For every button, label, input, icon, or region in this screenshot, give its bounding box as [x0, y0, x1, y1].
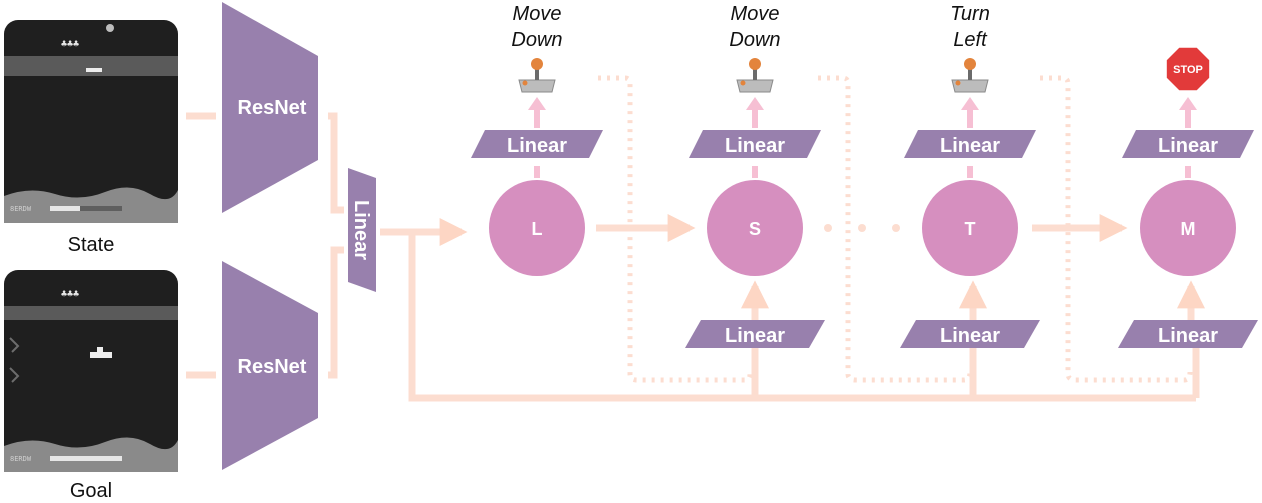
up-arrow-head: [746, 97, 764, 110]
head-linear-label: Linear: [940, 135, 1000, 157]
resnet-bottom-label: ResNet: [238, 356, 307, 378]
joystick-icon: [951, 58, 989, 93]
up-arrow-head: [961, 97, 979, 110]
rnn-node-circle: [1140, 180, 1236, 276]
rnn-node-circle: [707, 180, 803, 276]
input-linear-block: [1118, 320, 1258, 348]
fusion-linear-block: Linear: [348, 168, 376, 292]
action-caption-line: Move: [513, 3, 562, 25]
svg-text:♣♣♣: ♣♣♣: [61, 39, 79, 50]
rnn-node-label: S: [749, 219, 761, 239]
head-linear-label: Linear: [725, 135, 785, 157]
head-linear-block: [689, 130, 821, 158]
action-feedback-paths: [598, 75, 1193, 383]
state-screen: ♣♣♣ 8ERDW: [4, 20, 178, 223]
rnn-node-circle: [489, 180, 585, 276]
joystick-icon: [518, 58, 556, 93]
state-hud-text: 8ERDW: [10, 205, 32, 213]
action-caption-line: Down: [511, 29, 562, 51]
head-linear-block: [471, 130, 603, 158]
stop-sign-icon: STOP: [1164, 45, 1212, 93]
action-caption-line: Down: [729, 29, 780, 51]
encoder-connectors: [186, 112, 1205, 402]
resnet-top-label: ResNet: [238, 97, 307, 119]
action-caption-line: Left: [953, 29, 988, 51]
goal-hud-text: 8ERDW: [10, 455, 32, 463]
goal-label: Goal: [70, 480, 112, 502]
input-linear-label: Linear: [725, 325, 785, 347]
input-linear-block: [685, 320, 825, 348]
svg-text:♣♣♣: ♣♣♣: [61, 289, 79, 300]
state-label: State: [68, 234, 115, 256]
action-caption-line: Move: [731, 3, 780, 25]
fusion-linear-label: Linear: [350, 200, 372, 260]
head-linear-block: [904, 130, 1036, 158]
input-linear-block: [900, 320, 1040, 348]
rnn-node-label: L: [532, 219, 543, 239]
ellipsis: [824, 224, 900, 232]
rnn-node-label: T: [965, 219, 976, 239]
rnn-node-label: M: [1181, 219, 1196, 239]
head-linear-label: Linear: [507, 135, 567, 157]
up-arrow-head: [528, 97, 546, 110]
joystick-icon: [736, 58, 774, 93]
head-linear-label: Linear: [1158, 135, 1218, 157]
goal-screen: ♣♣♣ 8ERDW: [4, 270, 178, 472]
rnn-node-circle: [922, 180, 1018, 276]
resnet-encoder-bottom: ResNet: [222, 261, 318, 470]
action-caption-line: Turn: [950, 3, 990, 25]
stop-sign-text: STOP: [1173, 64, 1203, 76]
input-linear-label: Linear: [940, 325, 1000, 347]
up-arrow-head: [1179, 97, 1197, 110]
input-linear-label: Linear: [1158, 325, 1218, 347]
resnet-encoder-top: ResNet: [222, 2, 318, 213]
head-linear-block: [1122, 130, 1254, 158]
